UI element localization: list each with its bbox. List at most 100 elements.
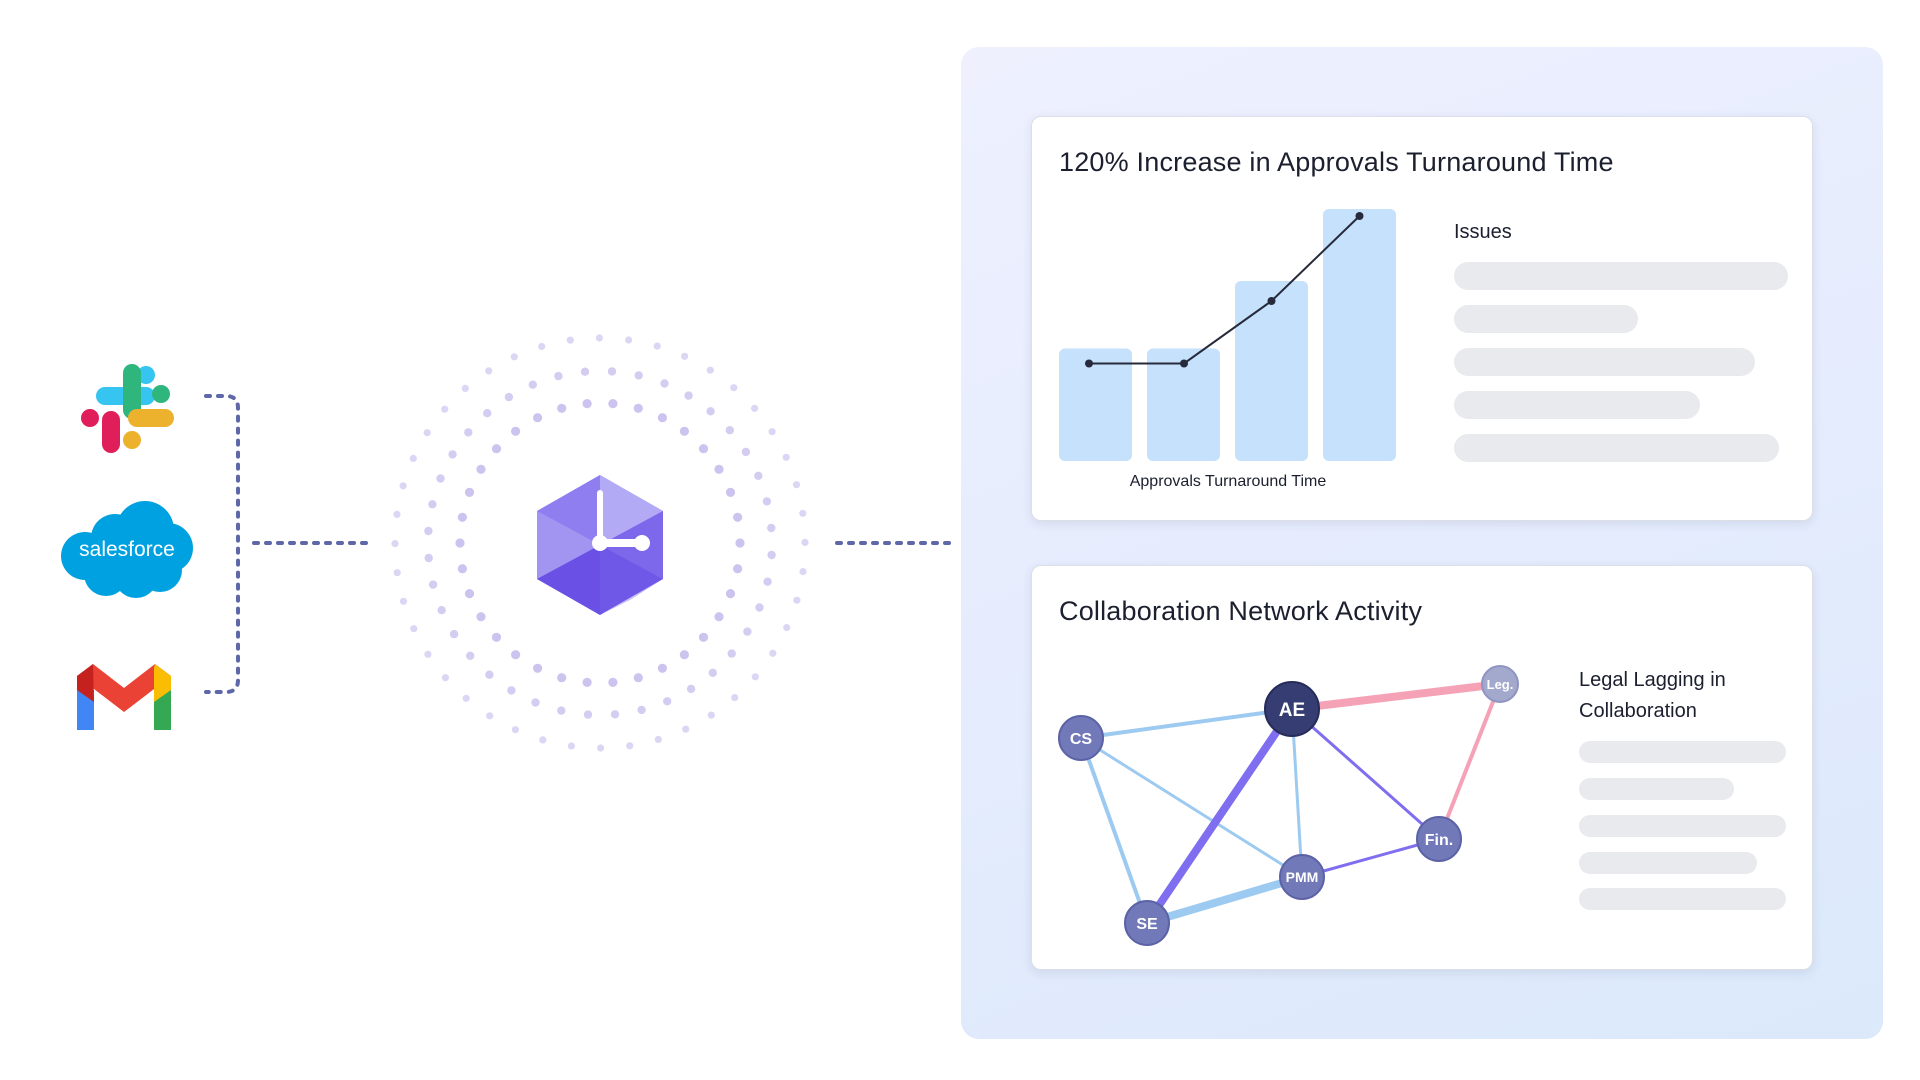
ring-dot	[441, 674, 449, 682]
ring-dot	[511, 726, 519, 734]
ring-dot	[735, 538, 745, 548]
edge-pmm-fin	[1300, 837, 1441, 879]
ring-dot	[727, 649, 736, 658]
ring-dot	[483, 409, 492, 418]
ring-dot	[663, 697, 672, 706]
ring-dot	[507, 686, 516, 695]
bar-4	[1323, 209, 1396, 461]
chart-title: 120% Increase in Approvals Turnaround Ti…	[1059, 147, 1614, 177]
bar-3	[1235, 281, 1308, 461]
ring-dot	[698, 632, 709, 642]
node-label: Fin.	[1425, 832, 1453, 849]
ring-dot	[457, 512, 467, 522]
ring-dot	[528, 380, 537, 389]
ring-dot	[566, 336, 574, 344]
ring-dot	[424, 526, 433, 536]
ring-dot	[751, 673, 759, 681]
integration-connector	[204, 394, 952, 694]
ring-dot	[557, 706, 566, 715]
ring-dot	[698, 444, 709, 454]
bar-1	[1059, 348, 1132, 461]
ring-dot	[633, 403, 643, 413]
ring-dot	[464, 428, 473, 437]
ring-dot	[706, 366, 714, 374]
ring-dot	[531, 698, 540, 707]
ring-dot	[485, 367, 493, 375]
trend-point-1	[1085, 359, 1093, 368]
ring-dot	[557, 403, 567, 413]
ring-dot	[510, 650, 521, 660]
bar-2	[1147, 348, 1220, 461]
ring-dot	[626, 742, 634, 750]
ring-dot	[441, 405, 449, 413]
node-ae: AE	[1264, 681, 1320, 737]
ring-dot	[743, 627, 752, 636]
node-label: AE	[1279, 700, 1305, 721]
ring-dot	[597, 744, 605, 752]
ring-dot	[792, 481, 801, 489]
ring-dot	[399, 482, 407, 490]
ring-dot	[504, 392, 514, 402]
ring-dot	[657, 663, 668, 673]
placeholder-line	[1579, 815, 1786, 837]
ring-dot	[486, 712, 494, 720]
hexagon-logo-icon	[537, 475, 663, 615]
placeholder-line	[1454, 434, 1779, 462]
network-nodes: CS AE Leg. PMM Fin. SE	[1058, 665, 1519, 946]
ring-dot	[437, 606, 446, 615]
ring-dot	[799, 568, 807, 576]
ring-dot	[410, 625, 418, 633]
node-pmm: PMM	[1279, 854, 1325, 900]
ring-dot	[595, 334, 604, 342]
ring-dot	[714, 464, 724, 474]
ring-dot	[583, 710, 593, 719]
ring-dot	[751, 404, 759, 412]
ring-dot	[533, 413, 543, 423]
ring-dot	[801, 538, 809, 547]
salesforce-wordmark: salesforce	[79, 538, 175, 561]
trend-point-2	[1180, 359, 1188, 368]
ring-dot	[733, 512, 743, 522]
ring-dot	[793, 596, 801, 604]
edge-ae-leg	[1288, 680, 1504, 713]
trend-point-4	[1355, 212, 1364, 220]
ring-dot	[741, 447, 751, 457]
gmail-icon	[77, 664, 171, 730]
ring-dot	[557, 673, 567, 683]
ring-dot	[491, 444, 502, 454]
ring-dot	[409, 454, 417, 462]
network-edges	[1079, 680, 1504, 927]
edge-ae-fin	[1290, 707, 1441, 841]
ring-dot	[476, 464, 486, 474]
ring-dot	[725, 487, 736, 497]
ring-dot	[533, 663, 543, 673]
ring-dot	[455, 538, 465, 548]
ring-dot	[731, 694, 739, 702]
ring-dot	[510, 426, 521, 436]
placeholder-line	[1579, 852, 1757, 874]
ring-dot	[466, 651, 475, 660]
slack-icon	[81, 364, 174, 453]
ring-dot	[762, 497, 772, 506]
ring-dot	[610, 710, 620, 719]
placeholder-line	[1579, 741, 1786, 763]
ring-dot	[654, 735, 662, 744]
ring-dot	[399, 597, 408, 605]
ring-dot	[391, 540, 399, 548]
ring-dot	[491, 632, 502, 642]
ring-dot	[799, 509, 807, 517]
placeholder-line	[1454, 391, 1700, 419]
node-leg: Leg.	[1481, 665, 1519, 703]
approvals-bar-chart: Approvals Turnaround Time	[1059, 209, 1396, 490]
node-fin: Fin.	[1416, 816, 1462, 862]
ring-dot	[424, 650, 432, 658]
ring-dot	[725, 589, 736, 599]
ring-dot	[707, 711, 715, 719]
edge-cs-se	[1079, 736, 1149, 925]
edge-ae-se	[1143, 705, 1296, 927]
ring-dot	[686, 684, 696, 694]
ring-dot	[464, 487, 475, 497]
ring-dot	[608, 677, 618, 688]
node-cs: CS	[1058, 715, 1104, 761]
